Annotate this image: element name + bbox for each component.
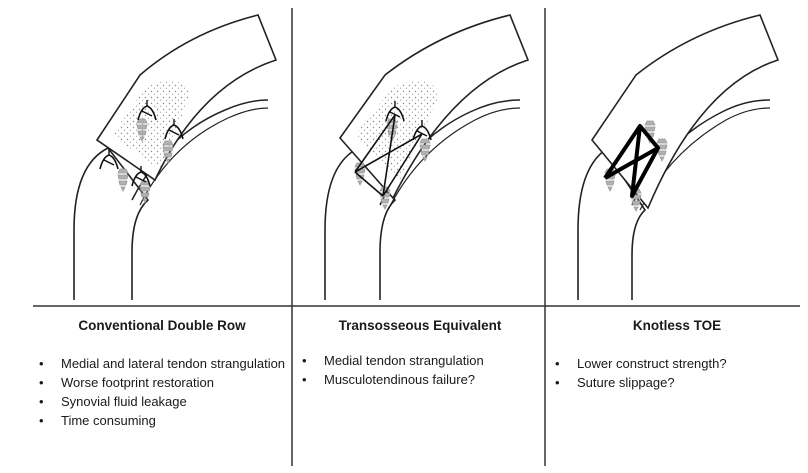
column-transosseous-equivalent: Transosseous Equivalent Medial tendon st… (299, 318, 541, 468)
bullet-list: Medial tendon strangulation Musculotendi… (299, 351, 541, 389)
column-title: Conventional Double Row (36, 318, 288, 333)
list-item: Worse footprint restoration (36, 373, 288, 392)
panel-transosseous-equivalent-illustration (325, 15, 528, 300)
list-item: Musculotendinous failure? (299, 370, 541, 389)
list-item: Medial tendon strangulation (299, 351, 541, 370)
bullet-list: Lower construct strength? Suture slippag… (552, 354, 802, 392)
list-item: Synovial fluid leakage (36, 392, 288, 411)
column-conventional-double-row: Conventional Double Row Medial and later… (36, 318, 288, 468)
list-item: Lower construct strength? (552, 354, 802, 373)
bone-outline (74, 148, 148, 300)
list-item: Medial and lateral tendon strangulation (36, 354, 288, 373)
list-item: Time consuming (36, 411, 288, 430)
panel-conventional-double-row-illustration (74, 15, 276, 300)
column-title: Knotless TOE (552, 318, 802, 333)
column-knotless-toe: Knotless TOE Lower construct strength? S… (552, 318, 802, 468)
panel-knotless-toe-illustration (578, 15, 778, 300)
bullet-list: Medial and lateral tendon strangulation … (36, 354, 288, 430)
list-item: Suture slippage? (552, 373, 802, 392)
column-title: Transosseous Equivalent (299, 318, 541, 333)
